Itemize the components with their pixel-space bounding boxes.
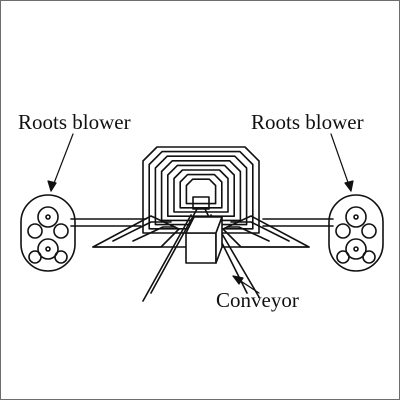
tunnel-frame bbox=[185, 178, 217, 205]
conveyor-belt bbox=[142, 208, 260, 302]
tunnel-frames bbox=[142, 146, 260, 234]
right-roots-blower-label: Roots blower bbox=[251, 110, 364, 134]
tunnel-frame bbox=[154, 155, 248, 226]
conveyor-label: Conveyor bbox=[216, 288, 299, 312]
left-duct bbox=[70, 215, 187, 248]
conveyor-arrowhead bbox=[232, 275, 244, 285]
tunnel-frame bbox=[173, 169, 229, 213]
right-blower-leader bbox=[330, 133, 352, 192]
left-roots-blower-label: Roots blower bbox=[18, 110, 131, 134]
right-roots-blower bbox=[328, 194, 384, 272]
left-blower-arrowhead bbox=[47, 180, 57, 192]
right-blower-arrowhead bbox=[344, 180, 354, 192]
tunnel-end bbox=[192, 196, 210, 210]
left-roots-blower bbox=[20, 194, 76, 272]
tunnel-frame bbox=[179, 173, 223, 209]
tunnel-frame bbox=[167, 164, 235, 217]
right-duct bbox=[215, 215, 334, 248]
left-blower-leader bbox=[50, 133, 74, 192]
tunnel-frame bbox=[148, 150, 254, 230]
tunnel-frame bbox=[142, 146, 260, 234]
leader-arrows bbox=[47, 133, 354, 294]
